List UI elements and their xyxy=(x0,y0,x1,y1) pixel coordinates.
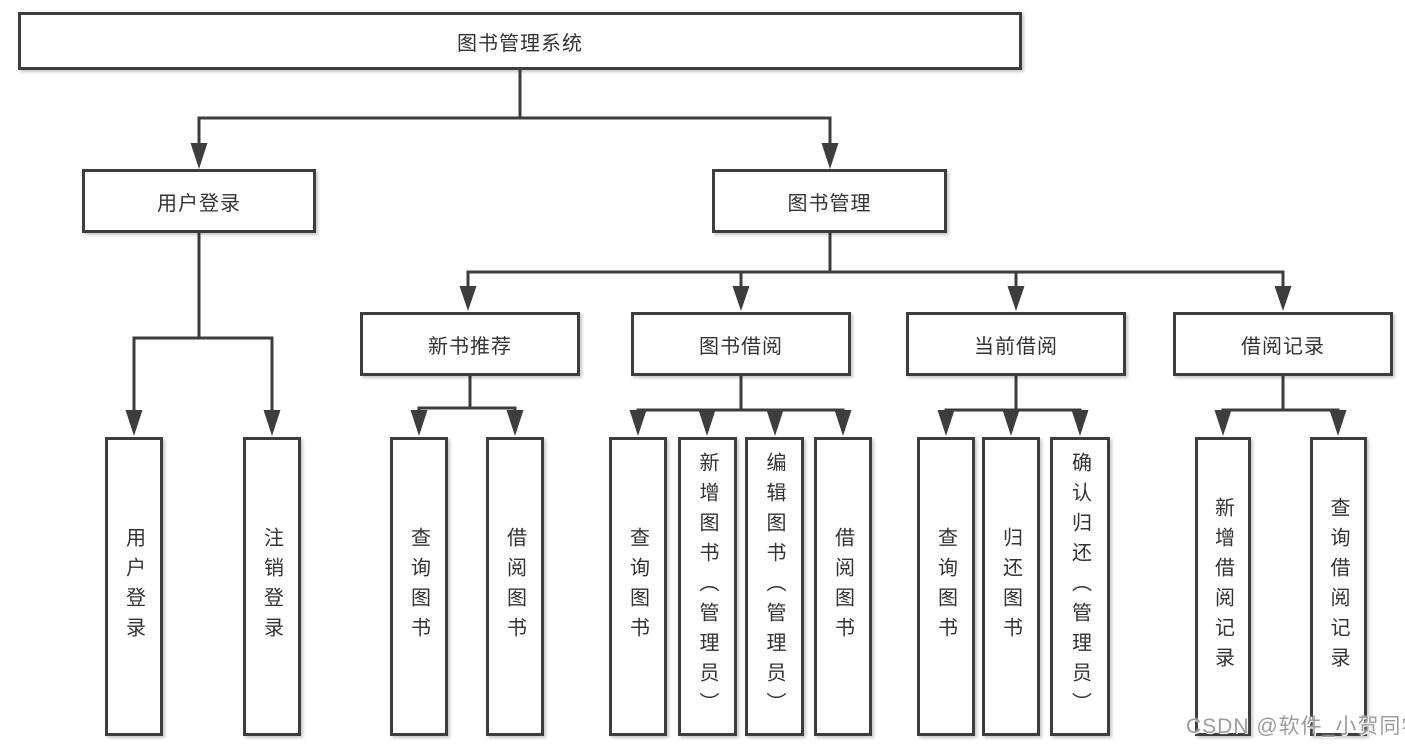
leaf-logout: 注销登录 xyxy=(243,437,301,736)
node-current-borrowing-label: 当前借阅 xyxy=(974,335,1058,358)
node-book-borrowing: 图书借阅 xyxy=(631,312,851,376)
leaf-confirm-return-admin: 确认归还（管理员） xyxy=(1050,437,1110,736)
leaf-query-books-current: 查询图书 xyxy=(917,437,975,736)
leaf-add-book-admin: 新增图书（管理员） xyxy=(678,437,737,736)
node-new-book-recommendation: 新书推荐 xyxy=(360,312,580,376)
arrowheads xyxy=(125,143,1347,436)
leaf-borrow-books-recommend: 借阅图书 xyxy=(486,437,544,736)
node-new-book-recommendation-label: 新书推荐 xyxy=(428,335,512,358)
node-borrowing-records-label: 借阅记录 xyxy=(1241,335,1325,358)
node-user-login: 用户登录 xyxy=(82,169,316,233)
watermark: CSDN @软件_小贺同学 xyxy=(1186,715,1405,738)
node-book-borrowing-label: 图书借阅 xyxy=(699,335,783,358)
leaf-edit-book-admin: 编辑图书（管理员） xyxy=(745,437,804,736)
leaf-query-borrow-record: 查询借阅记录 xyxy=(1310,437,1367,736)
node-book-management: 图书管理 xyxy=(712,169,947,233)
node-borrowing-records: 借阅记录 xyxy=(1173,312,1393,376)
leaf-borrow-books: 借阅图书 xyxy=(814,437,872,736)
node-book-management-label: 图书管理 xyxy=(787,192,872,215)
node-current-borrowing: 当前借阅 xyxy=(906,312,1126,376)
leaf-add-borrow-record: 新增借阅记录 xyxy=(1195,437,1251,736)
node-root-label: 图书管理系统 xyxy=(457,32,583,55)
leaf-query-books-borrow: 查询图书 xyxy=(609,437,667,736)
node-user-login-label: 用户登录 xyxy=(157,192,241,215)
node-root: 图书管理系统 xyxy=(18,12,1022,70)
leaf-query-books-recommend: 查询图书 xyxy=(390,437,448,736)
leaf-user-login: 用户登录 xyxy=(105,437,163,736)
leaf-return-books: 归还图书 xyxy=(982,437,1040,736)
